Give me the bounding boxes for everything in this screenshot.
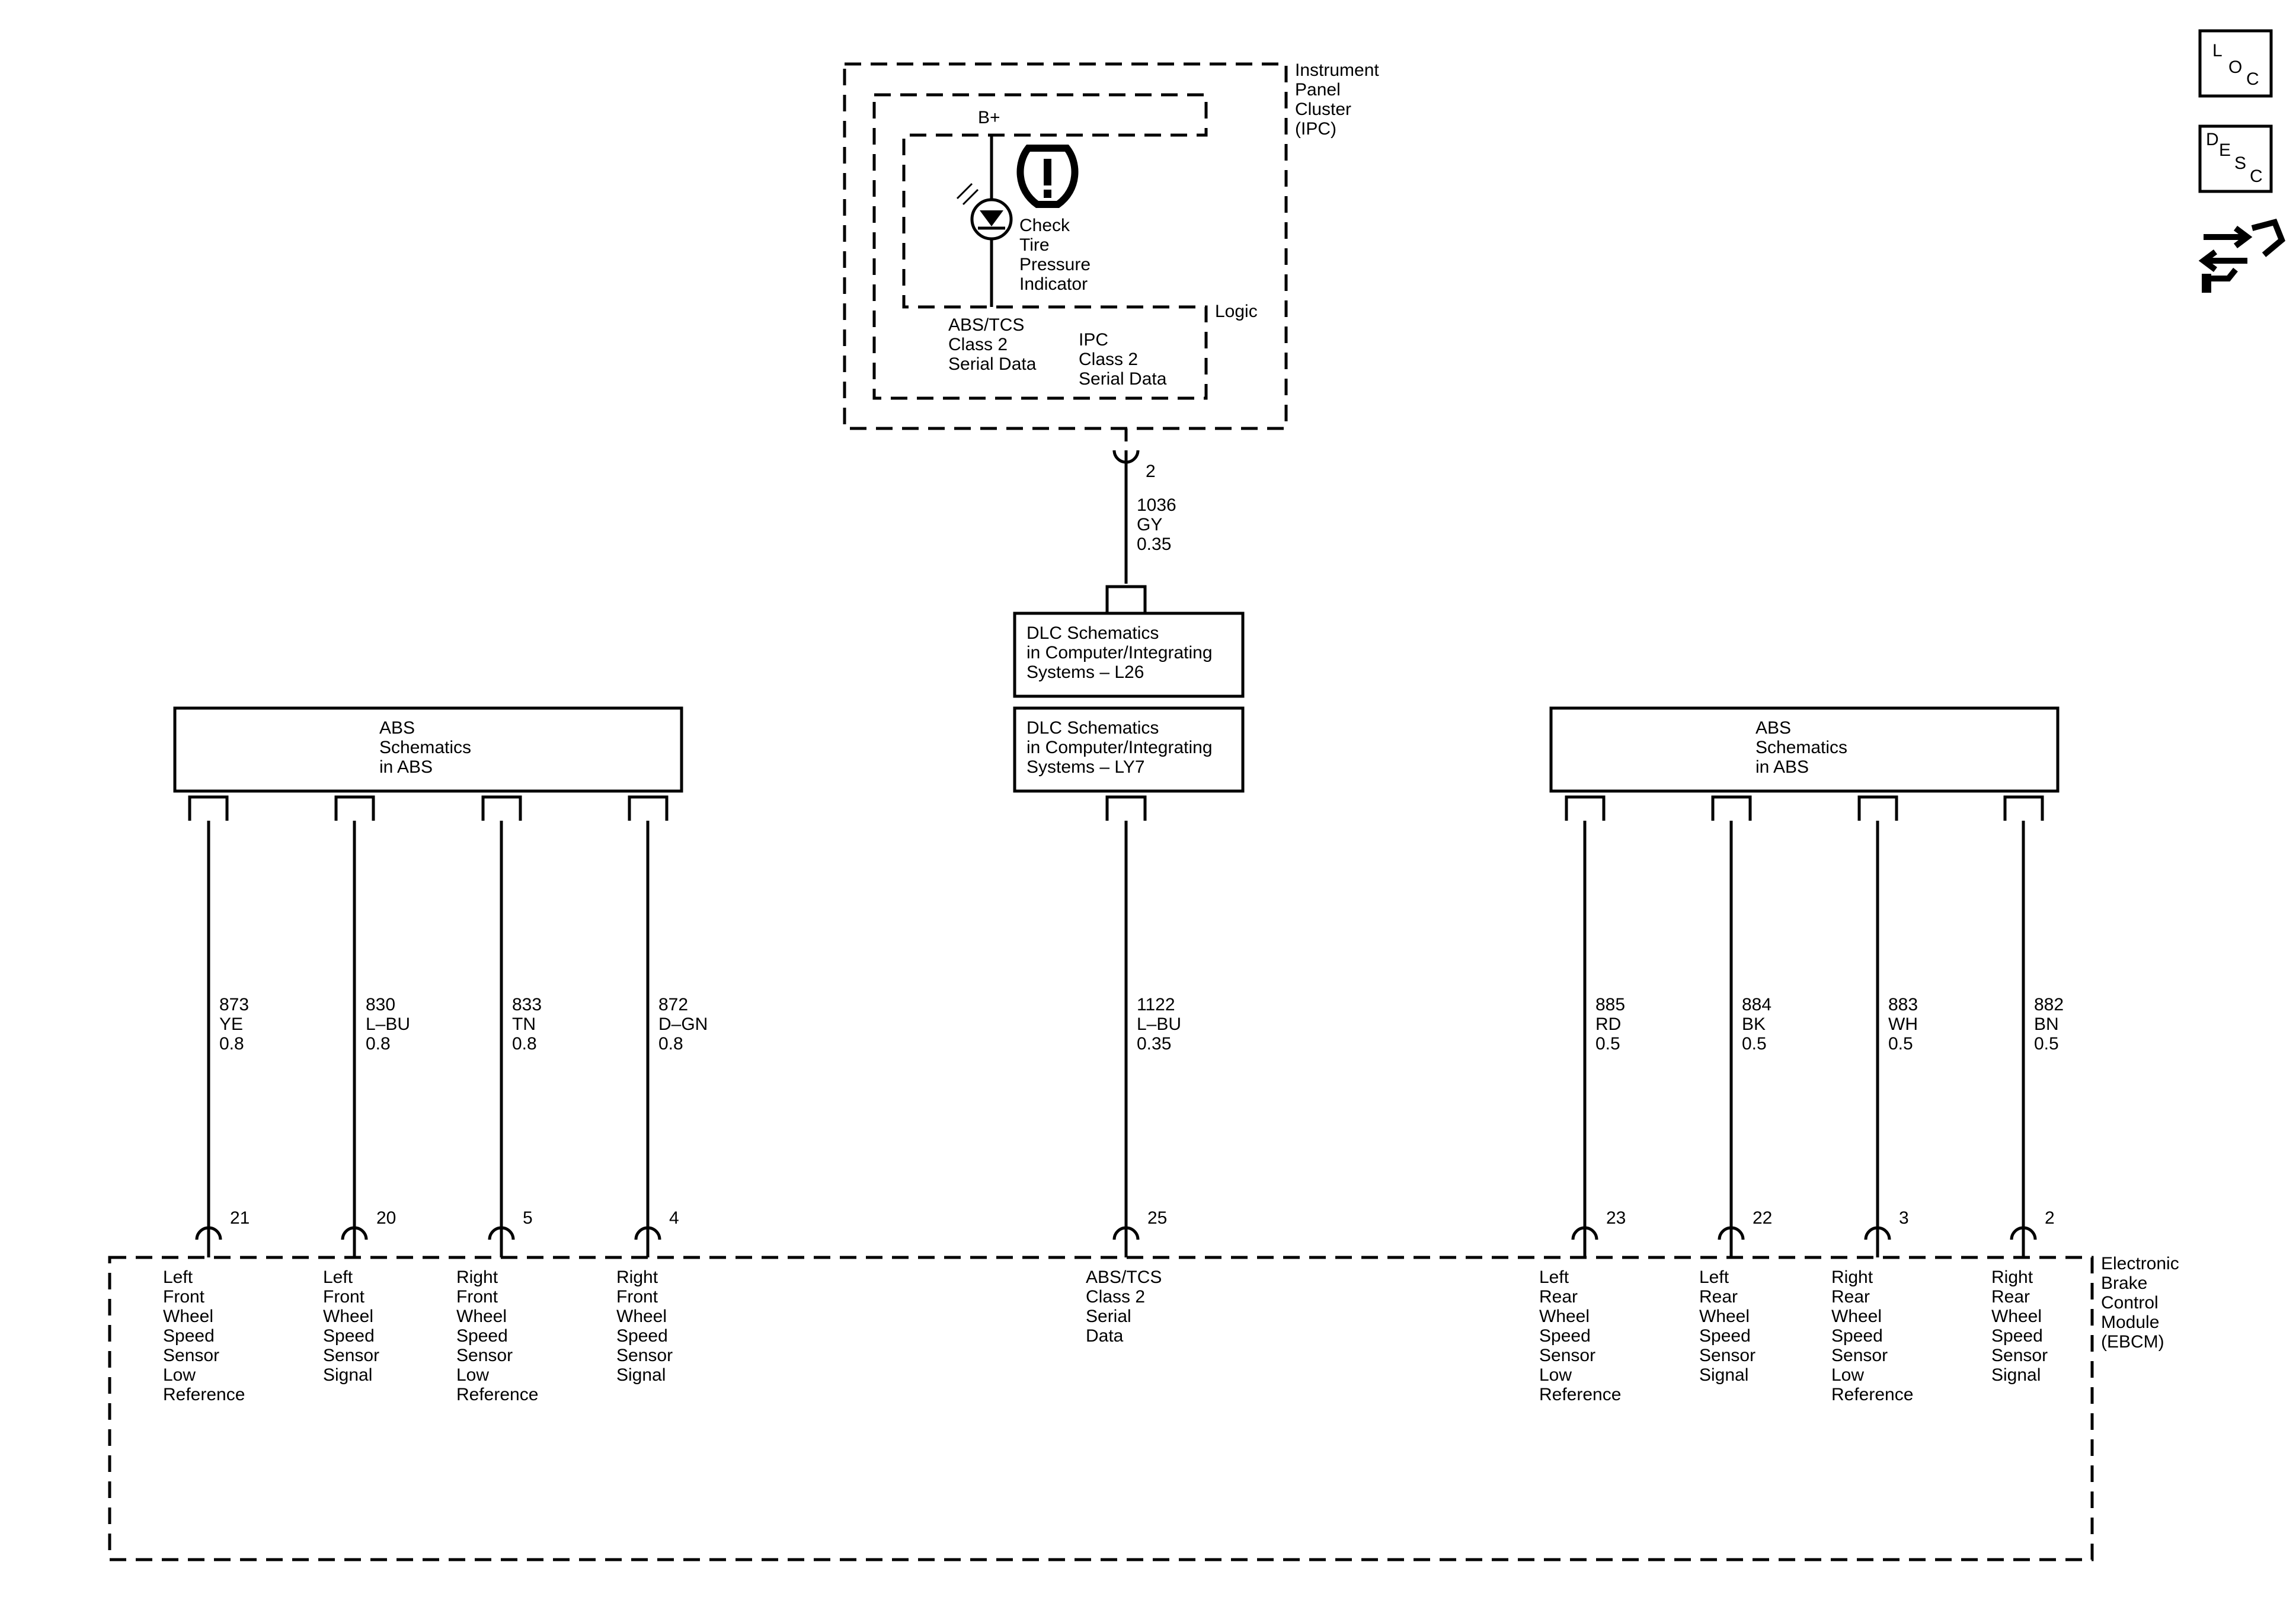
ipc-logic-outline	[872, 93, 1208, 400]
dlc-ly7-box: DLC Schematics in Computer/Integrating S…	[1013, 706, 1245, 793]
ipc-logic-label: Logic	[1215, 302, 1258, 321]
svg-text:DLC Schematics in Comput: DLC Schematics in Computer/Integrating S…	[1027, 623, 1217, 682]
indicator-label: Check Tire Pressure Indicator	[1019, 216, 1095, 294]
dlc-l26-connector	[1105, 585, 1147, 613]
svg-text:C: C	[2246, 69, 2259, 89]
svg-text:ABS Schematics in: ABS Schematics in ABS	[1755, 718, 1852, 777]
desc-icon[interactable]: D E S C	[2198, 124, 2273, 193]
abs-right-box: ABS Schematics in ABS	[1549, 706, 2060, 793]
svg-text:ABS Schematics in: ABS Schematics in ABS	[379, 718, 476, 777]
svg-text:D: D	[2206, 130, 2219, 149]
connector-arrows-icon[interactable]	[2198, 219, 2285, 293]
bplus-label: B+	[978, 108, 1000, 127]
svg-text:DLC Schematics in Comput: DLC Schematics in Computer/Integrating S…	[1027, 718, 1217, 777]
ipc-name: Instrument Panel Cluster (IPC)	[1295, 60, 1384, 139]
led-indicator-icon	[956, 183, 1013, 241]
svg-text:21: 21	[230, 1208, 250, 1228]
svg-text:E: E	[2219, 140, 2231, 160]
svg-text:4: 4	[669, 1208, 679, 1228]
svg-text:2: 2	[1146, 462, 1156, 481]
svg-text:O: O	[2228, 57, 2242, 77]
ebcm-outline	[108, 1256, 2094, 1561]
ebcm-module: Electronic Brake Control Module (EBCM)	[108, 1254, 2184, 1561]
ipc-outline	[843, 62, 1288, 430]
svg-text:S: S	[2234, 153, 2246, 173]
ebcm-name: Electronic Brake Control Module (EBCM)	[2101, 1254, 2184, 1352]
svg-text:L: L	[2212, 41, 2223, 60]
abs-serial-label: ABS/TCS Class 2 Serial Data	[948, 315, 1037, 374]
ipc-connector-pin: 2	[1112, 428, 1156, 481]
wire-1036-label: 1036 GY 0.35	[1137, 495, 1181, 554]
svg-text:22: 22	[1753, 1208, 1772, 1228]
ipc-module: Instrument Panel Cluster (IPC) Logic B+ …	[843, 60, 1384, 430]
svg-text:20: 20	[376, 1208, 396, 1228]
tire-pressure-icon	[1016, 145, 1079, 208]
dlc-l26-box: DLC Schematics in Computer/Integrating S…	[1013, 612, 1245, 698]
svg-text:3: 3	[1899, 1208, 1909, 1228]
loc-icon[interactable]: L O C	[2198, 29, 2273, 98]
abs-left-box: ABS Schematics in ABS	[173, 706, 683, 793]
ipc-serial-label: IPC Class 2 Serial Data	[1079, 330, 1167, 389]
svg-text:25: 25	[1147, 1208, 1167, 1228]
svg-text:2: 2	[2045, 1208, 2055, 1228]
svg-text:5: 5	[523, 1208, 533, 1228]
svg-text:23: 23	[1606, 1208, 1626, 1228]
svg-text:C: C	[2250, 167, 2263, 186]
